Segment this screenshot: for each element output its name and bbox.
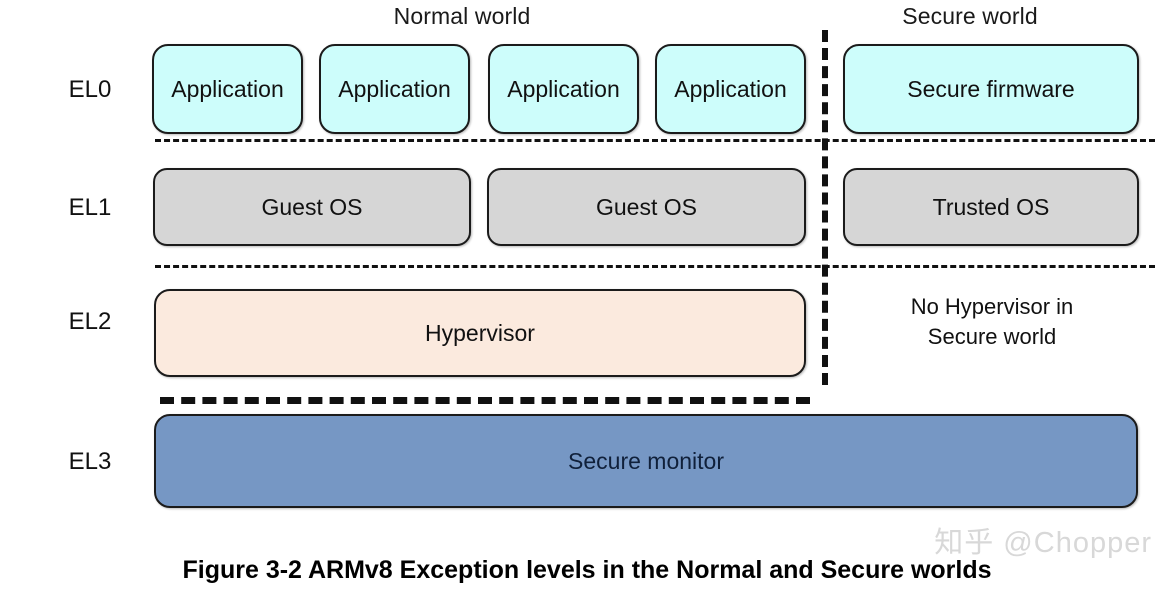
world-header-secure: Secure world xyxy=(902,3,1038,29)
separator-el2-el3 xyxy=(160,397,810,404)
exception-level-label-el3: EL3 xyxy=(68,448,112,475)
box-secure-firmware: Secure firmware xyxy=(843,44,1139,134)
world-divider-vertical xyxy=(822,30,828,385)
world-header-normal: Normal world xyxy=(393,3,531,29)
box-application-4: Application xyxy=(655,44,806,134)
separator-el1-el2 xyxy=(155,265,1155,268)
exception-level-label-el0: EL0 xyxy=(68,76,112,103)
box-application-2: Application xyxy=(319,44,470,134)
secure-world-hypervisor-note: No Hypervisor in Secure world xyxy=(858,292,1126,352)
box-secure-monitor: Secure monitor xyxy=(154,414,1138,508)
box-application-3: Application xyxy=(488,44,639,134)
box-guest-os-2: Guest OS xyxy=(487,168,806,246)
secure-world-hypervisor-note-line1: No Hypervisor in xyxy=(910,294,1074,319)
separator-el0-el1 xyxy=(155,139,1155,142)
box-hypervisor: Hypervisor xyxy=(154,289,806,377)
box-guest-os-1: Guest OS xyxy=(153,168,471,246)
box-trusted-os: Trusted OS xyxy=(843,168,1139,246)
exception-level-label-el1: EL1 xyxy=(68,194,112,221)
watermark: 知乎 @Chopper xyxy=(934,527,1152,559)
secure-world-hypervisor-note-line2: Secure world xyxy=(927,324,1057,349)
figure-caption: Figure 3-2 ARMv8 Exception levels in the… xyxy=(182,556,992,584)
exception-level-label-el2: EL2 xyxy=(68,308,112,335)
box-application-1: Application xyxy=(152,44,303,134)
